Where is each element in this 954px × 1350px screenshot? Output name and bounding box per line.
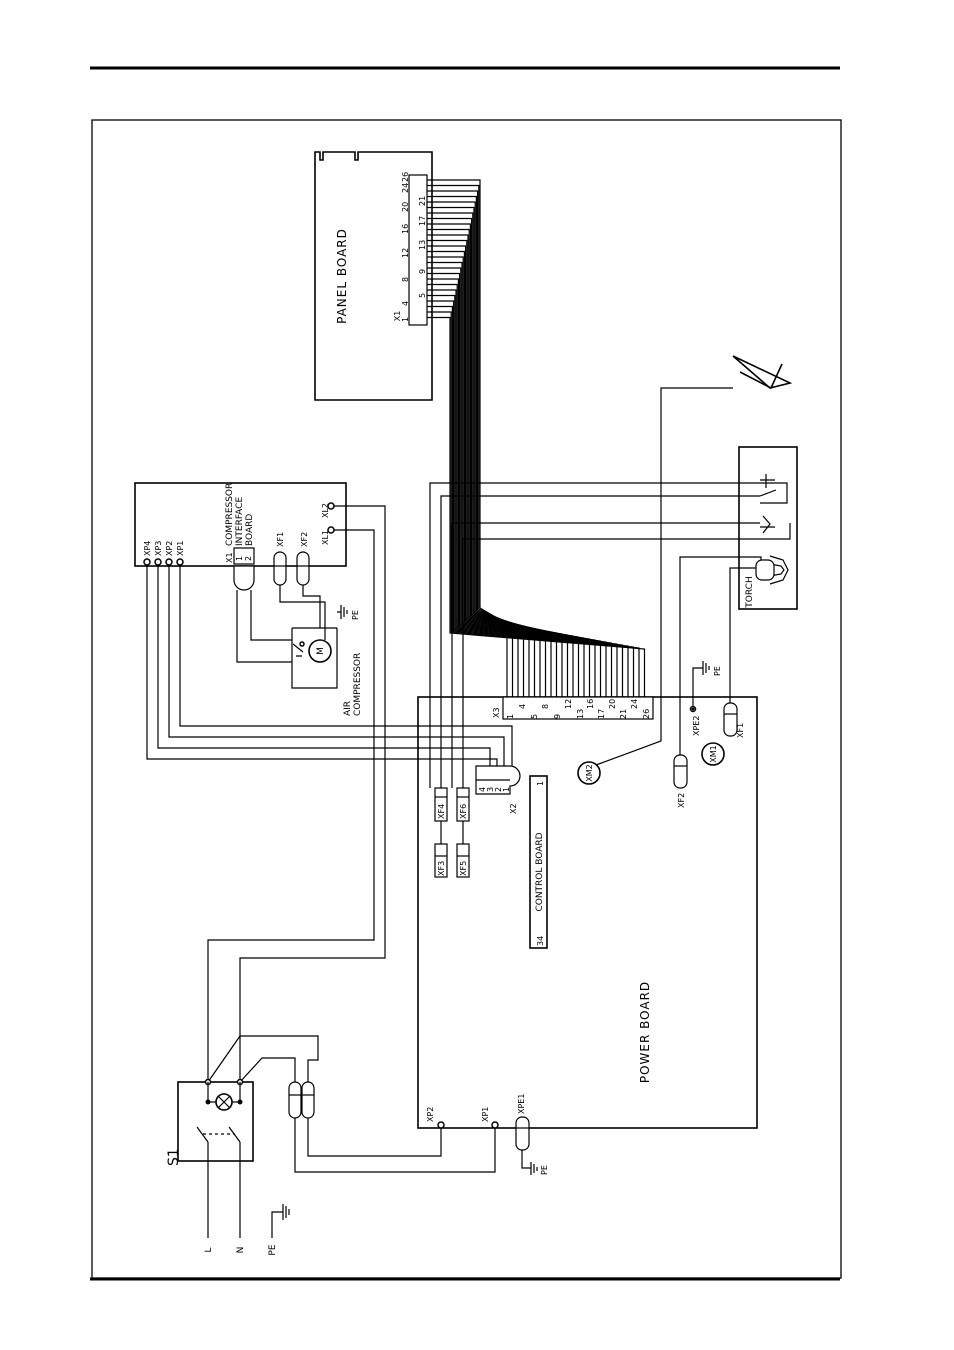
svg-text:XPE2: XPE2 — [692, 716, 701, 736]
x3-label: X3 — [492, 707, 501, 718]
svg-text:1: 1 — [536, 781, 545, 786]
svg-text:8: 8 — [401, 277, 410, 282]
svg-text:34: 34 — [536, 936, 545, 946]
svg-text:XPE1: XPE1 — [517, 1094, 526, 1114]
panel-board-label: PANEL BOARD — [335, 228, 349, 324]
s1-fast-on-b — [302, 1082, 314, 1118]
svg-text:1: 1 — [235, 556, 244, 561]
air-compressor: M AIR COMPRESSOR PE — [292, 605, 363, 716]
svg-text:26: 26 — [642, 709, 651, 719]
xp3-label: XP3 — [154, 541, 163, 556]
svg-text:17: 17 — [597, 709, 606, 719]
svg-text:8: 8 — [541, 704, 550, 709]
pe-ground-icon — [531, 1162, 537, 1175]
svg-text:PE: PE — [351, 610, 360, 620]
pb-fast-on-xf2 — [674, 755, 687, 788]
cib-xf2-label: XF2 — [300, 532, 309, 547]
work-clamp-icon — [733, 356, 790, 388]
x2-label: X2 — [509, 803, 518, 814]
svg-text:26: 26 — [401, 172, 410, 182]
svg-text:INTERFACE: INTERFACE — [235, 497, 245, 546]
pe-main-label: PE — [268, 1244, 278, 1255]
panel-board: PANEL BOARD X1 1 4 5 8 9 12 13 16 17 20 … — [315, 152, 432, 400]
svg-text:12: 12 — [401, 248, 410, 258]
s1-fast-on-a — [289, 1082, 301, 1118]
terminal-xp2 — [166, 559, 172, 565]
air-compressor-label: AIR — [343, 701, 353, 716]
terminal-xp4 — [144, 559, 150, 565]
cib-fast-on-xf1 — [274, 552, 286, 585]
svg-text:5: 5 — [418, 293, 427, 298]
terminal-xp1 — [177, 559, 183, 565]
svg-text:13: 13 — [418, 240, 427, 250]
xp4-label: XP4 — [143, 541, 152, 556]
terminal-xl1 — [328, 527, 334, 533]
svg-text:5: 5 — [530, 714, 539, 719]
torch-assembly: TORCH — [739, 447, 797, 609]
torch-label: TORCH — [745, 576, 755, 608]
svg-text:XF1: XF1 — [736, 723, 745, 738]
ribbon-cable — [427, 180, 645, 697]
svg-text:21: 21 — [619, 709, 628, 719]
svg-text:4: 4 — [518, 704, 527, 709]
cib-x1-label: X1 — [225, 552, 234, 563]
svg-text:9: 9 — [553, 714, 562, 719]
power-board: POWER BOARD CONTROL BOARD 1 34 X3 1 5 9 … — [418, 697, 757, 1175]
svg-text:XF2: XF2 — [677, 793, 686, 808]
svg-text:XM1: XM1 — [709, 745, 718, 762]
svg-text:1: 1 — [502, 787, 511, 792]
svg-text:XF4: XF4 — [437, 804, 446, 819]
svg-text:1: 1 — [506, 714, 515, 719]
svg-text:BOARD: BOARD — [245, 514, 255, 546]
cib-fast-on-xf2 — [297, 552, 309, 585]
mains-input: L N PE — [204, 1161, 289, 1256]
terminal-pb-xp2 — [438, 1122, 444, 1128]
main-switch-s1: S1 — [166, 1080, 253, 1167]
svg-text:20: 20 — [401, 202, 410, 212]
svg-text:PE: PE — [713, 666, 722, 676]
xp1-label: XP1 — [176, 541, 185, 556]
svg-text:XP2: XP2 — [426, 1107, 435, 1122]
pe-ground-icon — [283, 1204, 289, 1220]
terminal-xp3 — [155, 559, 161, 565]
compressor-wiring — [237, 585, 325, 662]
svg-text:13: 13 — [576, 709, 585, 719]
neutral-label: N — [236, 1247, 246, 1254]
cib-plug-x1 — [234, 566, 254, 590]
svg-text:COMPRESSOR: COMPRESSOR — [353, 653, 363, 716]
pe-ground-icon — [341, 605, 347, 619]
svg-text:17: 17 — [418, 216, 427, 226]
svg-text:9: 9 — [418, 269, 427, 274]
svg-text:24: 24 — [401, 183, 410, 193]
svg-text:1: 1 — [401, 317, 410, 322]
svg-text:20: 20 — [608, 699, 617, 709]
control-board-label: CONTROL BOARD — [535, 832, 545, 911]
xp2-label: XP2 — [165, 541, 174, 556]
power-board-label: POWER BOARD — [638, 981, 652, 1083]
compressor-interface-board: COMPRESSOR INTERFACE BOARD XP4 XP3 XP2 X… — [135, 483, 346, 590]
svg-text:12: 12 — [564, 699, 573, 709]
svg-text:XF3: XF3 — [437, 861, 446, 876]
svg-text:16: 16 — [586, 699, 595, 709]
motor-label: M — [316, 647, 326, 655]
svg-text:PE: PE — [540, 1165, 549, 1175]
line-label: L — [204, 1247, 214, 1252]
svg-text:XF5: XF5 — [459, 861, 468, 876]
compressor-board-label: COMPRESSOR — [225, 483, 235, 546]
svg-text:21: 21 — [418, 196, 427, 206]
terminal-pb-xp1 — [492, 1122, 498, 1128]
svg-text:2: 2 — [244, 556, 253, 561]
cib-xf1-label: XF1 — [276, 532, 285, 547]
fast-on-xpe1 — [516, 1117, 529, 1150]
svg-text:4: 4 — [401, 301, 410, 306]
s1-label: S1 — [166, 1148, 182, 1166]
terminal-xl2 — [328, 503, 334, 509]
svg-text:XF6: XF6 — [459, 804, 468, 819]
svg-text:XP1: XP1 — [481, 1107, 490, 1122]
svg-text:16: 16 — [401, 224, 410, 234]
svg-text:24: 24 — [630, 699, 639, 709]
svg-text:XM2: XM2 — [585, 764, 594, 781]
